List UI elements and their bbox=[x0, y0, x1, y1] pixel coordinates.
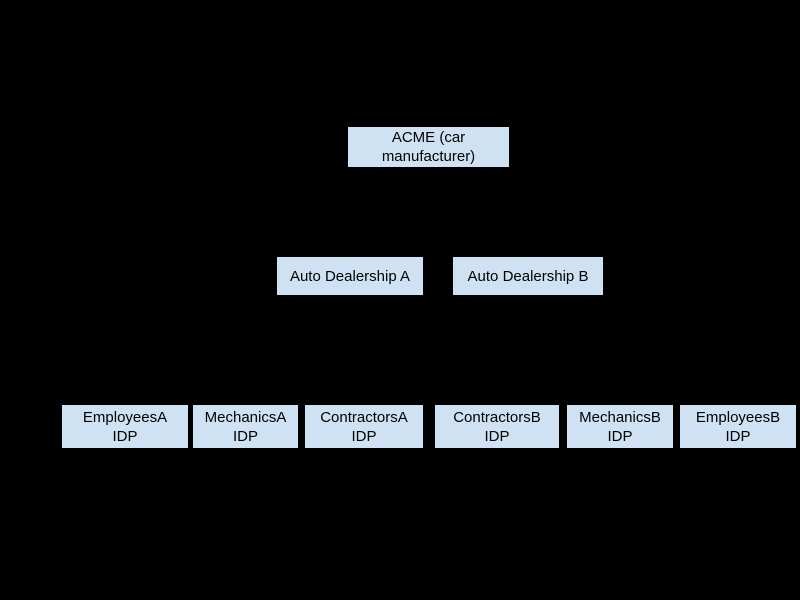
node-mechanics-b-idp-label-line1: MechanicsB bbox=[579, 408, 661, 426]
node-contractors-b-idp-label-line1: ContractorsB bbox=[453, 408, 541, 426]
node-mechanics-b-idp-label-line2: IDP bbox=[607, 427, 633, 445]
node-auto-dealership-a-label: Auto Dealership A bbox=[289, 267, 411, 285]
node-employees-b-idp: EmployeesB IDP bbox=[680, 405, 796, 448]
node-employees-a-idp-label-line2: IDP bbox=[112, 427, 138, 445]
node-contractors-a-idp: ContractorsA IDP bbox=[305, 405, 423, 448]
node-auto-dealership-b: Auto Dealership B bbox=[453, 257, 603, 295]
node-contractors-a-idp-label-line1: ContractorsA bbox=[320, 408, 408, 426]
node-mechanics-a-idp-label-line1: MechanicsA bbox=[204, 408, 287, 426]
node-mechanics-a-idp: MechanicsA IDP bbox=[193, 405, 298, 448]
node-contractors-a-idp-label-line2: IDP bbox=[351, 427, 377, 445]
node-auto-dealership-a: Auto Dealership A bbox=[277, 257, 423, 295]
node-mechanics-b-idp: MechanicsB IDP bbox=[567, 405, 673, 448]
node-employees-b-idp-label-line2: IDP bbox=[725, 427, 751, 445]
node-acme-label-line1: ACME (car bbox=[391, 129, 466, 146]
node-auto-dealership-b-label: Auto Dealership B bbox=[467, 267, 589, 285]
node-employees-b-idp-label-line1: EmployeesB bbox=[695, 408, 781, 426]
node-contractors-b-idp: ContractorsB IDP bbox=[435, 405, 559, 448]
node-contractors-b-idp-label-line2: IDP bbox=[484, 427, 510, 445]
node-employees-a-idp: EmployeesA IDP bbox=[62, 405, 188, 448]
node-mechanics-a-idp-label-line2: IDP bbox=[232, 427, 258, 445]
node-acme-label-line2: manufacturer) bbox=[381, 148, 476, 165]
node-employees-a-idp-label-line1: EmployeesA bbox=[82, 408, 168, 426]
node-acme: ACME (car manufacturer) bbox=[348, 127, 509, 167]
